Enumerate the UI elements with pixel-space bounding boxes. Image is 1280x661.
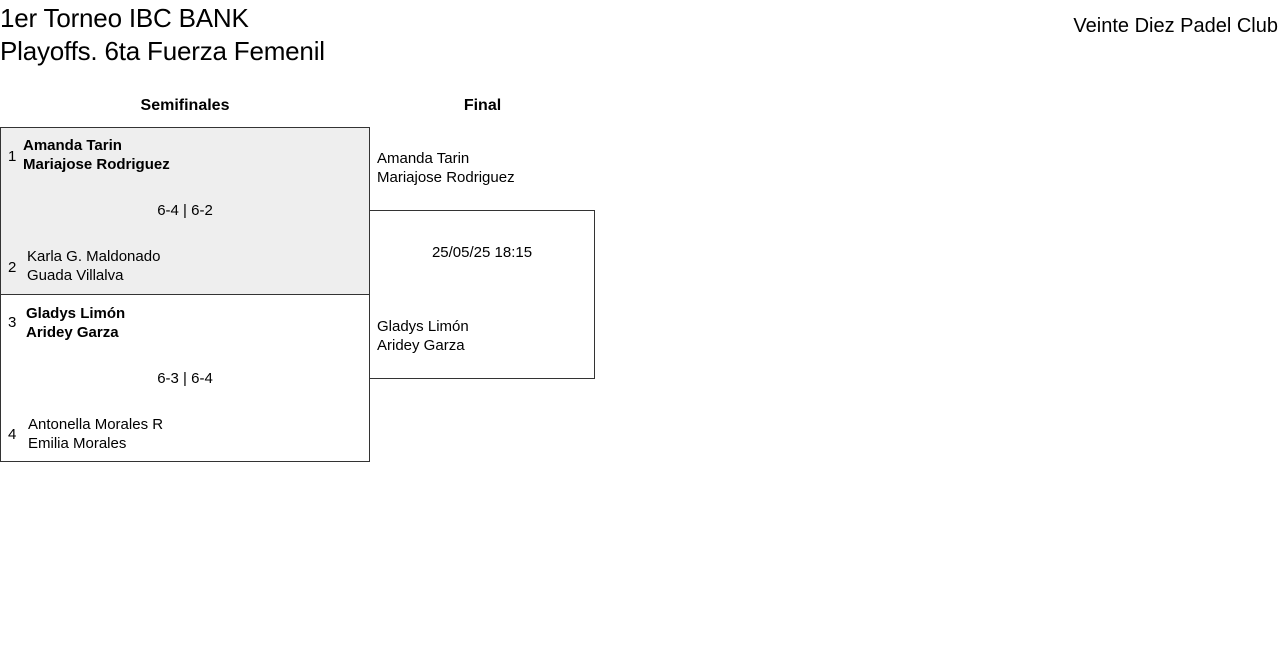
- player-name: Mariajose Rodriguez: [23, 156, 170, 173]
- player-name: Aridey Garza: [26, 324, 119, 341]
- tournament-title: 1er Torneo IBC BANK Playoffs. 6ta Fuerza…: [0, 2, 325, 68]
- final-team-bottom[interactable]: Gladys Limón Aridey Garza: [377, 317, 469, 355]
- team-entry-winner[interactable]: Gladys Limón Aridey Garza: [26, 304, 125, 342]
- final-match[interactable]: 25/05/25 18:15 Gladys Limón Aridey Garza: [369, 210, 595, 379]
- match-score: 6-3 | 6-4: [157, 370, 213, 387]
- seed-number: 1: [8, 148, 17, 165]
- team-entry-winner[interactable]: Amanda Tarin Mariajose Rodriguez: [23, 136, 170, 174]
- player-name: Gladys Limón: [26, 305, 126, 322]
- semifinal-match-1[interactable]: 1 Amanda Tarin Mariajose Rodriguez 6-4 |…: [0, 127, 370, 295]
- round-header-semifinals: Semifinales: [140, 97, 230, 114]
- final-team-top[interactable]: Amanda Tarin Mariajose Rodriguez: [377, 149, 515, 187]
- player-name: Emilia Morales: [28, 435, 127, 452]
- player-name: Amanda Tarin: [23, 137, 122, 154]
- club-name: Veinte Diez Padel Club: [1073, 15, 1278, 37]
- player-name: Gladys Limón: [377, 318, 469, 335]
- seed-number: 3: [8, 314, 17, 331]
- team-entry[interactable]: Antonella Morales R Emilia Morales: [28, 415, 163, 453]
- semifinal-match-2[interactable]: 3 Gladys Limón Aridey Garza 6-3 | 6-4 4 …: [0, 294, 370, 462]
- tournament-title-line1: 1er Torneo IBC BANK: [0, 3, 249, 33]
- seed-number: 4: [8, 426, 17, 443]
- player-name: Karla G. Maldonado: [27, 248, 161, 265]
- player-name: Aridey Garza: [377, 337, 465, 354]
- team-entry[interactable]: Karla G. Maldonado Guada Villalva: [27, 247, 160, 285]
- player-name: Antonella Morales R: [28, 416, 164, 433]
- player-name: Guada Villalva: [27, 267, 124, 284]
- seed-number: 2: [8, 259, 17, 276]
- player-name: Amanda Tarin: [377, 150, 470, 167]
- match-score: 6-4 | 6-2: [157, 202, 213, 219]
- player-name: Mariajose Rodriguez: [377, 169, 515, 186]
- round-header-final: Final: [463, 97, 502, 114]
- match-datetime: 25/05/25 18:15: [431, 244, 533, 261]
- tournament-title-line2: Playoffs. 6ta Fuerza Femenil: [0, 36, 325, 66]
